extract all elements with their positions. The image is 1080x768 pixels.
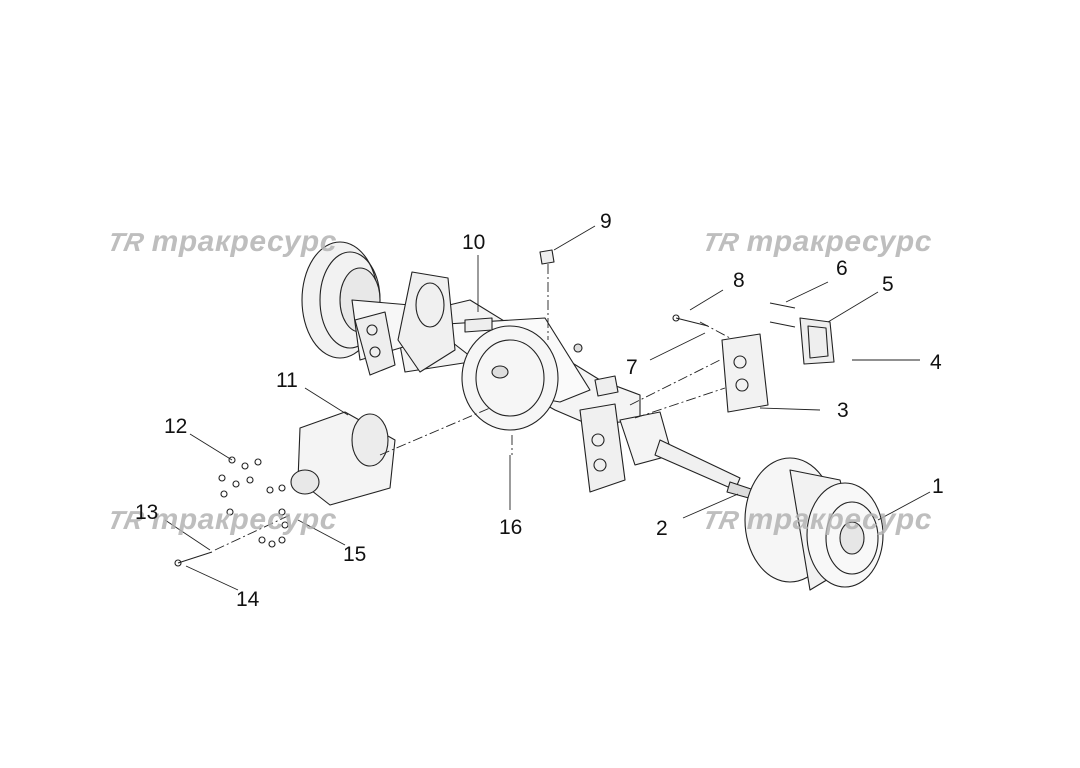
callout-10: 10 [462, 231, 486, 254]
differential [290, 411, 396, 506]
brake-disc-hub [744, 457, 884, 591]
axle-housing [394, 299, 641, 431]
callout-3: 3 [837, 399, 849, 422]
callout-14: 14 [236, 588, 260, 611]
axle-shaft [619, 411, 761, 501]
brake-pad [799, 317, 835, 365]
callout-6: 6 [836, 257, 848, 280]
callout-2: 2 [656, 517, 668, 540]
watermark-logo: TR [699, 227, 742, 257]
callout-9: 9 [600, 210, 612, 233]
bracket [539, 249, 555, 265]
callout-1: 1 [932, 475, 944, 498]
assembly-centerlines [214, 264, 731, 551]
callout-5: 5 [882, 273, 894, 296]
watermark-logo: TR [104, 227, 147, 257]
callout-8: 8 [733, 269, 745, 292]
left-hub-assembly [301, 241, 456, 376]
callout-11: 11 [276, 369, 298, 392]
callout-12: 12 [164, 415, 188, 438]
watermark-text: тракресурс [746, 503, 932, 536]
right-caliper-on-housing [579, 403, 626, 493]
leader-lines [164, 225, 931, 591]
bolt [672, 314, 709, 327]
watermark-text: тракресурс [746, 225, 932, 258]
callout-16: 16 [499, 516, 523, 539]
watermark-text: тракресурс [151, 503, 337, 536]
pin [174, 551, 213, 567]
watermark-text: тракресурс [151, 225, 337, 258]
brake-caliper [721, 333, 769, 413]
callout-15: 15 [343, 543, 367, 566]
callout-13: 13 [135, 501, 159, 524]
watermark-logo: TR [699, 505, 742, 535]
callout-7: 7 [626, 356, 638, 379]
callout-4: 4 [930, 351, 942, 374]
pins [769, 302, 796, 328]
bolt-set [218, 456, 289, 548]
